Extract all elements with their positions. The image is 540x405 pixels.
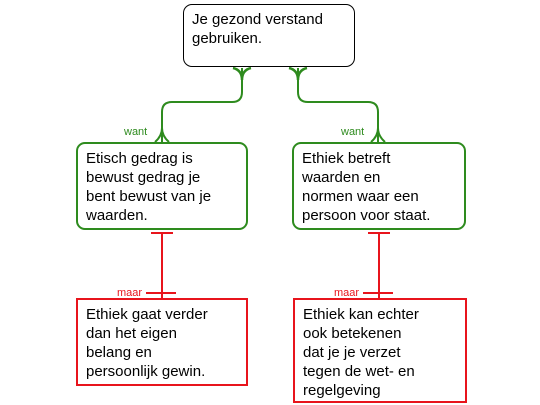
want-label-right: want: [341, 126, 365, 138]
reason-box-left: Etisch gedrag is bewust gedrag je bent b…: [76, 142, 248, 230]
support-connector-right: [288, 66, 386, 143]
maar-label-right: maar: [334, 287, 360, 299]
claim-box: Je gezond verstand gebruiken.: [183, 4, 355, 67]
want-label-left: want: [124, 126, 148, 138]
reason-box-right: Ethiek betreft waarden en normen waar ee…: [292, 142, 466, 230]
support-connector-left: [154, 66, 252, 143]
maar-label-left: maar: [117, 287, 143, 299]
objection-connector-right: [363, 232, 393, 298]
objection-box-right: Ethiek kan echter ook betekenen dat je j…: [293, 298, 467, 403]
objection-connector-left: [146, 232, 176, 298]
objection-box-left: Ethiek gaat verder dan het eigen belang …: [76, 298, 248, 386]
